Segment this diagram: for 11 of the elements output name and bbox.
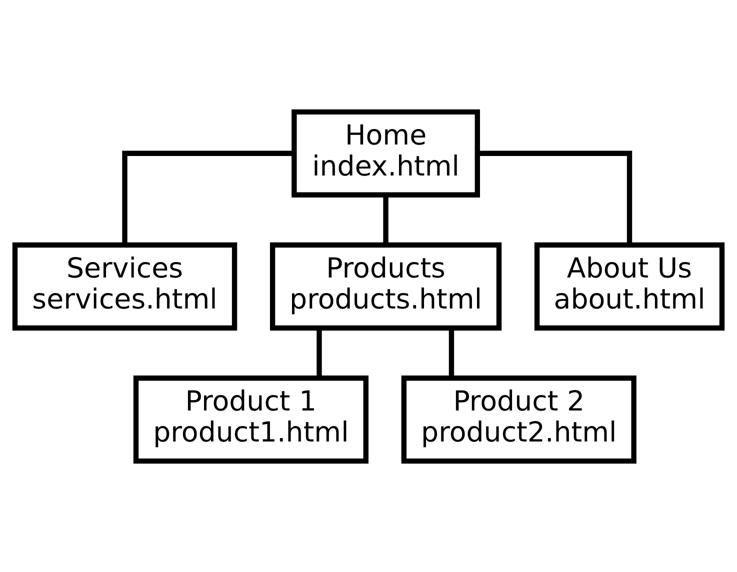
node-box: Product 1 product1.html <box>133 375 368 464</box>
node-box: About Us about.html <box>534 242 725 330</box>
node-box: Products products.html <box>270 242 502 330</box>
connector <box>448 328 454 378</box>
connector <box>383 195 388 244</box>
node-box: Product 2 product2.html <box>401 375 636 464</box>
connector <box>316 328 322 378</box>
connector <box>478 150 632 244</box>
connector <box>122 150 294 244</box>
node-box: Services services.html <box>12 242 238 330</box>
node-box: Home index.html <box>292 108 480 197</box>
